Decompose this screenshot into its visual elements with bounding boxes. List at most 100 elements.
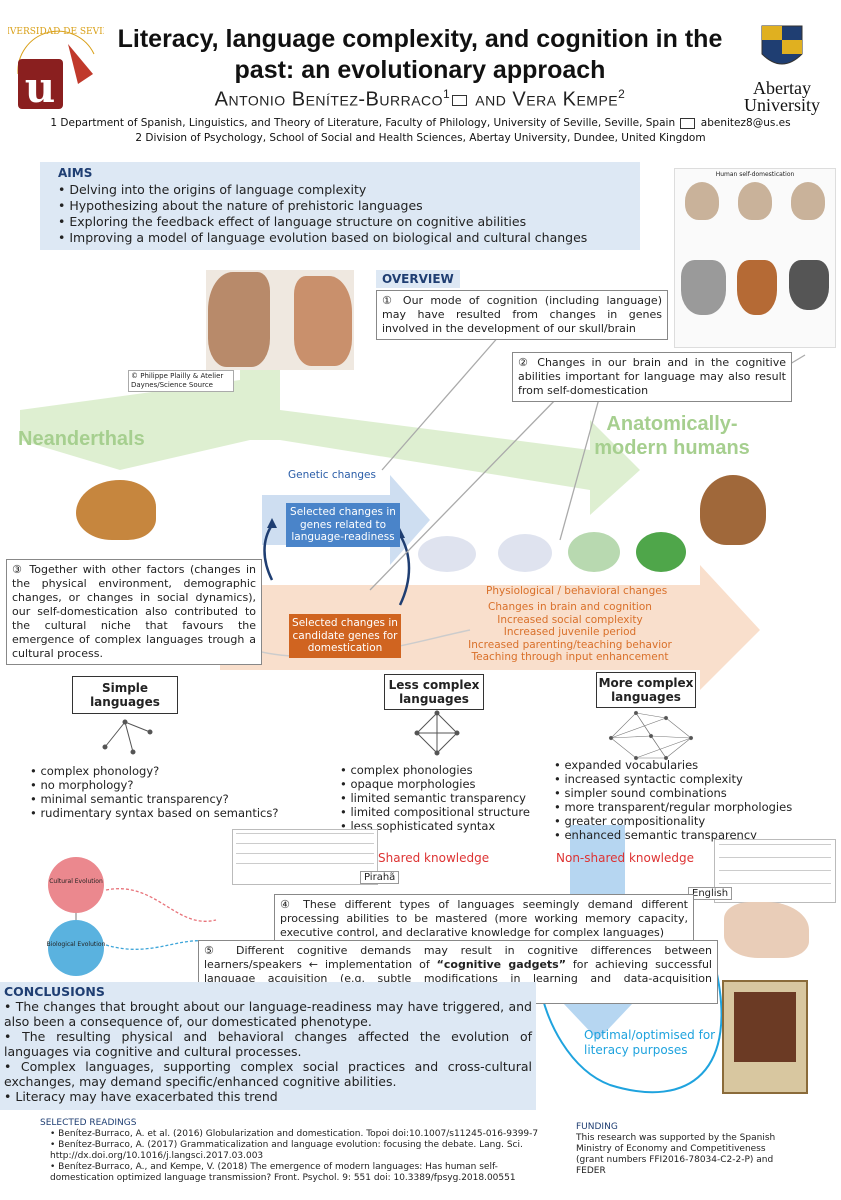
evolution-venn-diagram: Cultural Evolution Biological Evolution [47, 857, 222, 976]
non-shared-knowledge-label: Non-shared knowledge [556, 851, 694, 865]
conclusion-item: Complex languages, supporting complex so… [4, 1059, 536, 1089]
readings-list: Benítez-Burraco, A. et al. (2016) Globul… [40, 1129, 560, 1184]
affiliation-1: 1 Department of Spanish, Linguistics, an… [50, 117, 791, 129]
head-image [684, 182, 719, 220]
funding-heading: FUNDING [576, 1122, 618, 1132]
orange-arrow [220, 565, 760, 690]
author-1: Antonio Benítez-Burraco [214, 88, 444, 111]
face-image [208, 272, 270, 367]
feature-item: less sophisticated syntax [340, 819, 550, 833]
self-domestication-figure: Human self-domestication [674, 168, 836, 348]
head-image [791, 182, 826, 220]
venn-label-a: Cultural Evolution [49, 878, 103, 885]
simple-network-icon [102, 719, 153, 755]
aims-item: Exploring the feedback effect of languag… [58, 214, 640, 230]
physio-label: Physiological / behavioral changes [486, 585, 668, 597]
brain-development-figure [418, 528, 688, 578]
physio-item: Increased juvenile period [503, 626, 637, 638]
neanderthal-faces-photo [206, 270, 354, 370]
aims-item: Delving into the origins of language com… [58, 182, 640, 198]
feature-item: enhanced semantic transparency [554, 828, 804, 842]
english-label: English [688, 887, 733, 900]
author-email[interactable]: abenitez8@us.es [700, 117, 791, 129]
conclusion-item: The changes that brought about our langu… [4, 999, 536, 1029]
baby-photo [724, 902, 809, 958]
affiliation-2: 2 Division of Psychology, School of Soci… [135, 132, 706, 144]
selected-domestication-genes-box: Selected changes in candidate genes for … [289, 614, 401, 658]
feature-item: simpler sound combinations [554, 786, 804, 800]
reading-item: Benítez-Burraco, A. et al. (2016) Globul… [50, 1129, 560, 1140]
university-of-seville-logo: UNIVERSIDAD DE SEVILLA u [0, 14, 122, 114]
curve-up-right [398, 534, 411, 606]
feature-item: limited semantic transparency [340, 791, 550, 805]
less-complex-languages-features: complex phonologies opaque morphologies … [340, 763, 550, 833]
photo-credit: © Philippe Plailly & Atelier Daynes/Scie… [128, 370, 234, 392]
feature-item: expanded vocabularies [554, 758, 804, 772]
overview-point-3: ③ Together with other factors (changes i… [6, 559, 262, 665]
svg-text:u: u [25, 63, 56, 112]
selected-readings: SELECTED READINGS Benítez-Burraco, A. et… [40, 1118, 560, 1184]
amh-label: Anatomically-modern humans [594, 413, 750, 459]
conclusion-item: The resulting physical and behavioral ch… [4, 1029, 536, 1059]
loop-arrow [539, 964, 723, 1094]
piraha-label: Pirahã [360, 871, 400, 884]
conclusions-list: The changes that brought about our langu… [0, 999, 536, 1104]
poster-title: Literacy, language complexity, and cogni… [117, 25, 723, 84]
more-complex-network-icon [608, 710, 694, 761]
readings-heading: SELECTED READINGS [40, 1118, 137, 1128]
feature-item: minimal semantic transparency? [30, 792, 310, 806]
author-2: Vera Kempe [512, 88, 619, 111]
conclusions-section: CONCLUSIONS The changes that brought abo… [0, 982, 536, 1110]
brain-image [498, 534, 552, 572]
reading-item: Benítez-Burraco, A., and Kempe, V. (2018… [50, 1162, 560, 1184]
feature-item: increased syntactic complexity [554, 772, 804, 786]
face-image [294, 276, 352, 366]
more-complex-languages-features: expanded vocabularies increased syntacti… [554, 758, 804, 842]
english-text-sample [714, 839, 836, 903]
overview-point-2: ② Changes in our brain and in the cognit… [512, 352, 792, 402]
neanderthals-label: Neanderthals [18, 428, 145, 450]
physio-item: Increased parenting/teaching behavior [468, 638, 672, 651]
genetic-changes-label: Genetic changes [288, 469, 376, 481]
simple-languages-label: Simple languages [72, 676, 178, 714]
overview-point-4: ④ These different types of languages see… [274, 894, 694, 944]
feature-item: limited compositional structure [340, 805, 550, 819]
physio-list: Changes in brain and cognition Increased… [450, 601, 690, 664]
funding-section: FUNDING This research was supported by t… [576, 1122, 796, 1177]
optimal-literacy-label: Optimal/optimised for literacy purposes [584, 1028, 716, 1057]
funding-text: This research was supported by the Spani… [576, 1133, 776, 1176]
dog-image [737, 260, 778, 315]
head-image [737, 182, 772, 220]
aims-item: Hypothesizing about the nature of prehis… [58, 198, 640, 214]
feature-item: complex phonologies [340, 763, 550, 777]
seville-seal-icon: UNIVERSIDAD DE SEVILLA u [0, 27, 122, 112]
physio-item: Increased social complexity [497, 613, 643, 626]
aims-section: AIMS Delving into the origins of languag… [40, 162, 640, 250]
feature-item: rudimentary syntax based on semantics? [30, 806, 310, 820]
brain-image [636, 532, 686, 572]
abertay-shield-icon [761, 25, 803, 65]
selected-language-genes-box: Selected changes in genes related to lan… [286, 503, 400, 547]
conclusions-heading: CONCLUSIONS [4, 984, 105, 999]
aims-heading: AIMS [58, 166, 93, 180]
email-icon [452, 94, 468, 106]
aims-list: Delving into the origins of language com… [40, 182, 640, 246]
feature-item: complex phonology? [30, 764, 310, 778]
authors: Antonio Benítez-Burraco1 and Vera Kempe2 [214, 87, 626, 111]
feature-item: no morphology? [30, 778, 310, 792]
physio-item: Changes in brain and cognition [488, 601, 652, 613]
feature-item: more transparent/regular morphologies [554, 800, 804, 814]
physio-item: Teaching through input enhancement [471, 651, 669, 663]
figure-title: Human self-domestication [715, 171, 795, 178]
feature-item: opaque morphologies [340, 777, 550, 791]
overview-point-1: ① Our mode of cognition (including langu… [376, 290, 668, 340]
modern-skull-image [700, 475, 766, 545]
less-complex-network-icon [414, 710, 460, 756]
aims-item: Improving a model of language evolution … [58, 230, 640, 246]
venn-label-b: Biological Evolution [47, 941, 106, 948]
more-complex-languages-label: More complex languages [596, 672, 696, 708]
neanderthal-skull-image [76, 480, 156, 540]
feature-item: greater compositionality [554, 814, 804, 828]
dog-image [789, 260, 830, 310]
